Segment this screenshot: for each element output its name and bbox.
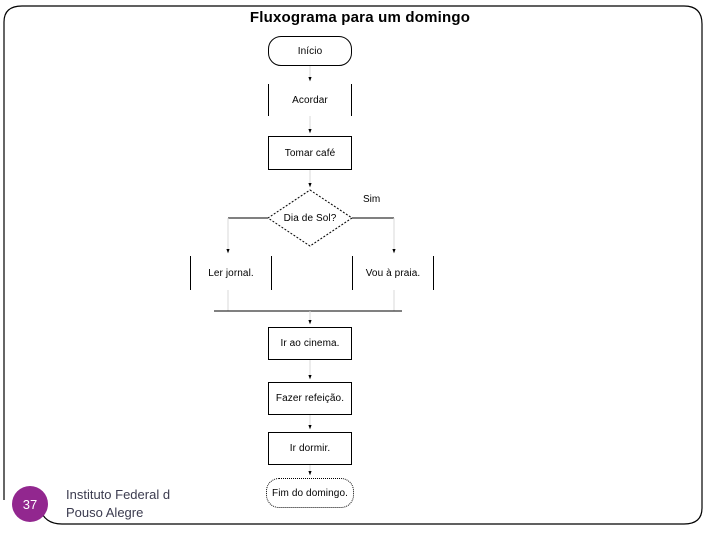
flowchart-node-label: Ir dormir. <box>289 443 331 454</box>
flowchart-node-acordar[interactable]: Acordar <box>268 84 352 116</box>
flowchart-node-label: Ler jornal. <box>208 267 254 279</box>
flowchart-node-fim-do-domingo[interactable]: Fim do domingo. <box>266 478 354 508</box>
flowchart-edge-label-sim: Sim <box>363 194 381 205</box>
flowchart-node-label: Fim do domingo. <box>272 487 348 499</box>
footer-line-2: Pouso Alegre <box>66 505 144 520</box>
flowchart-node-inicio[interactable]: Início <box>268 36 352 66</box>
slide-number-badge: 37 <box>12 486 48 522</box>
flowchart-node-label: Acordar <box>292 94 328 106</box>
flowchart-node-ir-ao-cinema[interactable]: Ir ao cinema. <box>268 327 352 360</box>
footer-line-1: Instituto Federal d <box>66 487 171 503</box>
flowchart-node-label: Dia de Sol? <box>283 212 337 224</box>
flowchart-node-tomar-cafe[interactable]: Tomar café <box>268 136 352 170</box>
flowchart-node-vou-a-praia[interactable]: Vou à praia. <box>352 256 434 290</box>
page-title: Fluxograma para um domingo <box>249 9 471 26</box>
flowchart-node-label: Tomar café <box>284 147 336 159</box>
footer-institution: Instituto Federal d Pouso Alegre <box>66 486 170 521</box>
flowchart-node-label: Início <box>297 45 323 57</box>
flowchart-node-label: Vou à praia. <box>365 267 421 279</box>
flowchart-node-label: Ir ao cinema. <box>280 338 340 349</box>
flowchart-node-dia-de-sol[interactable]: Dia de Sol? <box>268 190 352 246</box>
flowchart-node-ler-jornal[interactable]: Ler jornal. <box>190 256 272 290</box>
flowchart-node-fazer-refeicao[interactable]: Fazer refeição. <box>268 382 352 415</box>
flowchart-node-ir-dormir[interactable]: Ir dormir. <box>268 432 352 465</box>
slide-footer: 37 Instituto Federal d Pouso Alegre <box>12 486 170 522</box>
flowchart-node-label: Fazer refeição. <box>275 393 345 404</box>
